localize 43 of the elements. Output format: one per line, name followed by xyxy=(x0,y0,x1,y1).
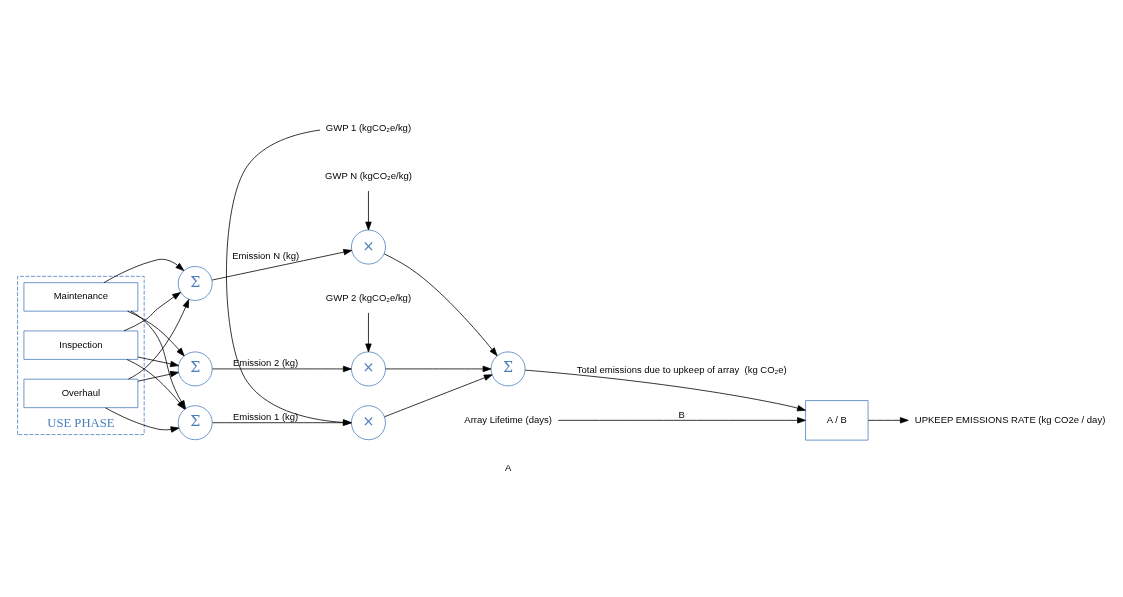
arrow xyxy=(123,292,181,332)
arrow xyxy=(385,365,492,373)
arrow xyxy=(211,249,353,281)
node-text: GWP N (kgCO₂e/kg) xyxy=(325,170,412,182)
node-circle: × xyxy=(351,351,386,387)
arrow xyxy=(212,419,352,426)
arrow xyxy=(127,310,185,357)
arrow xyxy=(226,129,352,426)
arrow xyxy=(365,312,372,353)
arrow xyxy=(365,190,372,231)
arrow xyxy=(384,374,493,418)
node-box: Maintenance xyxy=(23,282,139,312)
arrow xyxy=(103,258,185,284)
node-circle: × xyxy=(351,405,386,441)
arrow xyxy=(212,365,352,373)
node-circle: × xyxy=(351,229,386,265)
arrow xyxy=(867,417,909,424)
edge-label: Emission 1 (kg) xyxy=(232,411,299,423)
node-text: GWP 2 (kgCO₂e/kg) xyxy=(325,291,412,303)
arrow xyxy=(383,253,498,357)
arrow xyxy=(130,310,186,410)
edge-label: Total emissions due to upkeep of array (kg CO₂e) xyxy=(576,364,787,376)
edge-label: B xyxy=(678,408,685,420)
arrow xyxy=(128,299,190,380)
node-text: Array Lifetime (days) xyxy=(464,413,552,425)
arrow xyxy=(137,370,179,382)
arrow xyxy=(137,356,179,368)
node-text: UPKEEP EMISSIONS RATE (kg CO2e / day) xyxy=(914,413,1106,425)
arrow xyxy=(524,369,806,412)
node-box: A / B xyxy=(805,400,869,441)
node-circle: Σ xyxy=(177,351,213,387)
label: A xyxy=(504,462,512,474)
node-text: GWP 1 (kgCO₂e/kg) xyxy=(325,121,412,133)
edge-label: Emission N (kg) xyxy=(232,250,300,262)
node-circle: Σ xyxy=(177,266,213,301)
arrow xyxy=(104,407,180,433)
arrow xyxy=(557,417,806,424)
arrow xyxy=(126,359,186,410)
node-box: Overhaul xyxy=(23,378,139,409)
edge-label: Emission 2 (kg) xyxy=(232,357,299,369)
node-box: Inspection xyxy=(23,330,139,360)
node-circle: Σ xyxy=(490,351,526,387)
node-circle: Σ xyxy=(177,405,213,441)
